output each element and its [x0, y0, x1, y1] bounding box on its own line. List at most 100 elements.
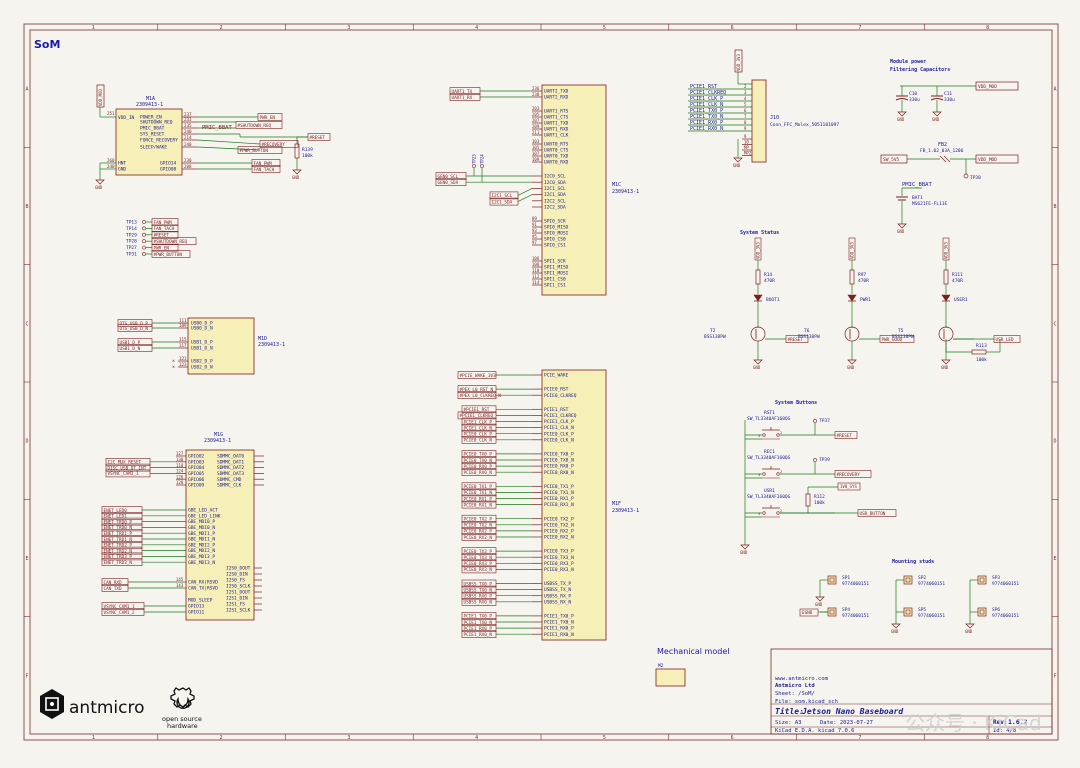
m1g-body — [185, 449, 255, 621]
pcie-net: PCIE0_TX3_P — [464, 549, 493, 555]
stud-value: 9774060151 — [842, 613, 869, 619]
testpoint-net — [151, 250, 191, 258]
pin-name: SDMMC_CMD — [217, 477, 242, 483]
pin-name: SPI0_MOSI — [544, 231, 569, 237]
pin-name: USBSS_RX_P — [544, 593, 571, 599]
block-m1g[interactable]: M1G 2309413-1 127GPIO02130GPIO03I2C_MUX_… — [101, 432, 264, 621]
svg-text:VDD_MOD: VDD_MOD — [978, 157, 997, 163]
gnd-symbol: GND — [891, 629, 899, 634]
svg-text:Filtering Capacitors: Filtering Capacitors — [890, 67, 950, 73]
resistor-ref: R97 — [858, 272, 866, 278]
row-marker: E — [26, 556, 29, 562]
pin-number: 145 — [176, 577, 184, 582]
testpoint-net — [151, 224, 179, 233]
pin-name: PCIE1_RX0_P — [544, 626, 574, 632]
block-m1f[interactable]: M1F 2309413-1 PCIE_WAKE#PCIE_WAKE_3V3PCI… — [457, 369, 639, 641]
pcie-net: PCIE0_TX1_N — [464, 490, 493, 496]
net-pwr-button: #PWR_BUTTON — [240, 148, 269, 154]
i2c-net: I2C1_SDA — [492, 199, 513, 205]
pcie-net: USBSS_RX0_P — [464, 594, 493, 600]
stud-value: 9774060151 — [992, 581, 1019, 587]
usb-net: USB1_D_P — [120, 340, 141, 346]
tb-file: File: som.kicad_sch — [775, 699, 838, 705]
pcie-net: #PCIE_WAKE_3V3 — [460, 373, 497, 379]
pin-name: VDD_IN — [118, 115, 135, 121]
stud-value: 9774060151 — [842, 581, 869, 587]
pcie-net — [461, 612, 497, 620]
tb-size: Size: A3 — [775, 720, 802, 726]
resistor-value: 100k — [814, 500, 825, 506]
pin-number: 240 — [107, 164, 115, 169]
ethernet-net: ENET_TRD1_P — [104, 531, 133, 537]
pin-name: GBE_MDI0_N — [188, 525, 215, 531]
svg-text:FB2: FB2 — [938, 142, 947, 148]
pin-name: USB0_D_N — [191, 326, 213, 332]
pin-number: 214 — [184, 135, 192, 140]
col-marker: 7 — [858, 25, 861, 31]
title-block: www.antmicro.com Antmicro Ltd Sheet: /So… — [770, 648, 1053, 735]
resistor-ref: R111 — [952, 272, 963, 278]
status-net — [785, 335, 809, 343]
col-marker: 3 — [347, 25, 350, 31]
block-m1c[interactable]: M1C 2309413-1 UART1_TX236UART2_TXDUART1_… — [435, 84, 639, 296]
antmicro-wordmark: antmicro — [69, 698, 145, 718]
tb-company: Antmicro Ltd — [775, 683, 815, 689]
j10-net: PCIE1_RX0_N — [690, 126, 723, 132]
ethernet-net: ENET_TRD0_N — [104, 525, 133, 531]
pin-name: I2C2_SDA — [544, 205, 566, 211]
pin-name: PCIE0_TX3_N — [544, 555, 574, 561]
pin-name: PCIE0_TX3_P — [544, 549, 574, 555]
testpoint-net: #SHUTDOWN_REQ — [154, 239, 188, 245]
pcie-net: #PEX_L0_RST_N — [460, 387, 494, 393]
pin-name: CAN_RX|RSVD — [188, 580, 218, 586]
usb-net: USB1_D_N — [120, 346, 141, 352]
can-net — [101, 584, 129, 592]
battery-bat1[interactable]: PMIC_BBAT BAT1 MS621FE-FL11E GND — [896, 182, 948, 234]
gnd-symbol: GND — [941, 365, 949, 370]
pin-name: UART1_CTS — [544, 115, 569, 121]
pin-name: GPIO11 — [188, 610, 205, 616]
tb-sheet: Sheet: /SoM/ — [775, 691, 815, 697]
pin-name: GPIO13 — [188, 604, 205, 610]
no-connect: × — [172, 359, 175, 365]
ferrite-fb2[interactable]: SW_5V5 VDD_MOD FB2 FB_1.02_03A_1206 TP38 — [880, 142, 1019, 181]
connector-j10[interactable]: VDD_3V3 J10 Conn_FFC_Molex_5051101097 PC… — [688, 49, 839, 168]
pin-number: 251 — [107, 111, 115, 116]
status-net — [879, 335, 915, 343]
i2c-net — [435, 178, 467, 186]
pcie-net — [461, 462, 497, 470]
ethernet-net — [101, 540, 143, 549]
pin-number: 93 — [532, 228, 537, 233]
pin-number: 107 — [532, 151, 540, 156]
usb-net — [117, 338, 153, 346]
pcie-net — [461, 520, 497, 529]
transistor-value: BSS138PW — [892, 334, 914, 340]
col-marker: 6 — [731, 735, 734, 741]
power-label: 1V8_SYS — [840, 484, 857, 489]
pin-name: SYS_RESET — [140, 132, 165, 138]
pin-name: USBSS_RX_N — [544, 599, 571, 605]
pcie-net — [461, 579, 497, 588]
tb-id: Id: 4/8 — [993, 728, 1016, 734]
mechanical-model[interactable]: Mechanical model M2 — [655, 647, 729, 687]
usb-net — [117, 344, 153, 352]
pin-name: I2S1_FS — [226, 602, 245, 608]
pin-number: 235 — [184, 123, 192, 128]
pin-name: SPI0_CS0 — [544, 237, 566, 243]
ethernet-net — [101, 517, 143, 526]
pin-number: 117 — [179, 343, 187, 348]
resistor-value: 470R — [764, 278, 775, 284]
pin-number: 240 — [184, 129, 192, 134]
filter-caps[interactable]: Module power Filtering Capacitors VDD_MO… — [890, 59, 1019, 122]
svg-text:GND: GND — [292, 175, 300, 180]
pin-name: SDMMC_DAT2 — [217, 465, 244, 471]
j10-net: PCIE1_TX0_P — [690, 108, 723, 114]
pin-name: I2S1_DIN — [226, 596, 248, 602]
pin-name: GPIO14 — [160, 161, 177, 167]
col-marker: 2 — [220, 25, 223, 31]
pin-name: I2S0_DOUT — [226, 566, 251, 572]
gpio-net: VSYNC_CAM3_1 — [108, 471, 139, 477]
